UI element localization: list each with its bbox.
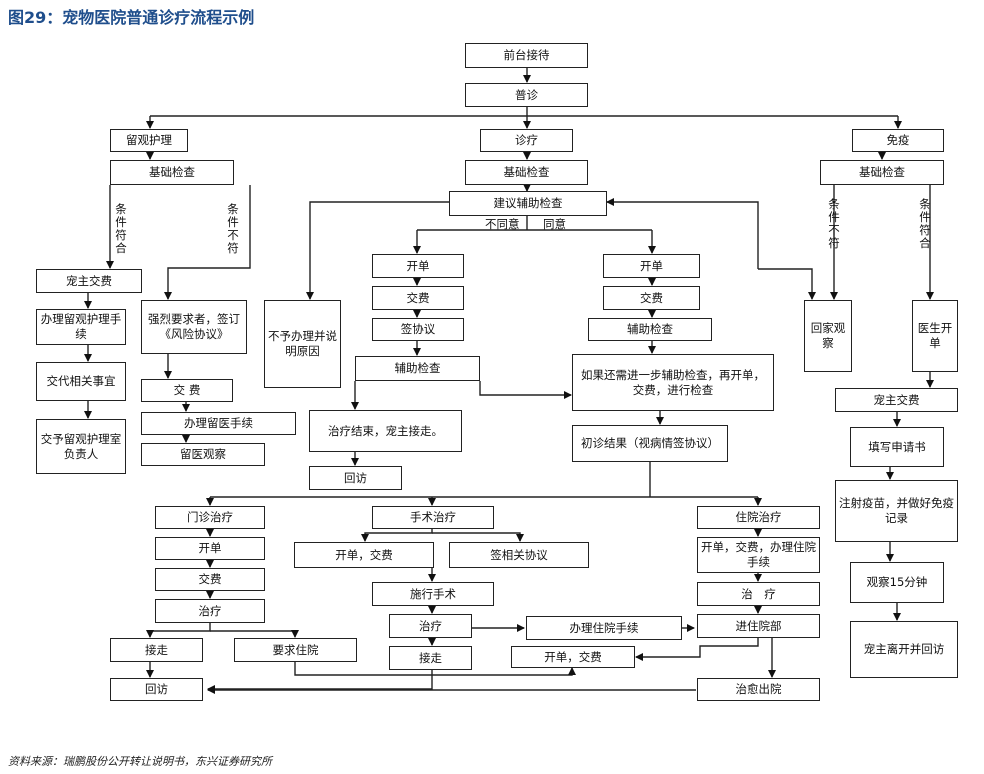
surgery-open-pay: 开单，交费 xyxy=(294,542,434,568)
revisit-bottom: 回访 xyxy=(110,678,203,701)
revisit-center: 回访 xyxy=(309,466,402,490)
basic-exam-left: 基础检查 xyxy=(110,160,234,185)
general-visit-node: 普诊 xyxy=(465,83,588,107)
observation-procedure-node: 办理留观护理手续 xyxy=(36,309,126,345)
condition-met-label-left: 条件符合 xyxy=(115,202,127,255)
hospital-observation-node: 留医观察 xyxy=(141,443,265,466)
risk-agreement-node: 强烈要求者，签订《风险协议》 xyxy=(141,300,247,354)
vaccinate-node: 注射疫苗，并做好免疫记录 xyxy=(835,480,958,542)
treatment-end-node: 治疗结束，宠主接走。 xyxy=(309,410,462,452)
inpatient-treatment-node: 住院治疗 xyxy=(697,506,820,529)
open-order-1: 开单 xyxy=(372,254,464,278)
condition-unmet-label-left: 条件不符 xyxy=(227,202,239,255)
basic-exam-right: 基础检查 xyxy=(820,160,944,185)
give-to-care-room-node: 交予留观护理室负责人 xyxy=(36,419,126,474)
aux-exam-left: 辅助检查 xyxy=(355,356,480,381)
owner-leave-revisit-node: 宠主离开并回访 xyxy=(850,621,958,678)
inpatient-procedure-node: 开单，交费，办理住院手续 xyxy=(697,537,820,573)
outpatient-pickup: 接走 xyxy=(110,638,203,662)
fill-application-node: 填写申请书 xyxy=(850,427,944,467)
outpatient-pay: 交费 xyxy=(155,568,265,591)
owner-pay-left: 宠主交费 xyxy=(36,269,142,293)
request-hospitalization-node: 要求住院 xyxy=(234,638,357,662)
agree-label: 同意 xyxy=(543,217,566,231)
pay-fee-left: 交 费 xyxy=(141,379,233,402)
sign-agreement-node: 签协议 xyxy=(372,318,464,341)
further-exam-node: 如果还需进一步辅助检查，再开单，交费，进行检查 xyxy=(572,354,774,411)
suggest-aux-exam-node: 建议辅助检查 xyxy=(449,191,607,216)
observe-15min-node: 观察15分钟 xyxy=(850,562,944,603)
outpatient-open-order: 开单 xyxy=(155,537,265,560)
open-order-2: 开单 xyxy=(603,254,700,278)
refuse-explain-node: 不予办理并说明原因 xyxy=(264,300,341,388)
initial-result-node: 初诊结果（视病情签协议） xyxy=(572,425,728,462)
enter-ward-node: 进住院部 xyxy=(697,614,820,638)
handover-matters-node: 交代相关事宜 xyxy=(36,362,126,401)
pay-1: 交费 xyxy=(372,286,464,310)
source-note: 资料来源：瑞鹏股份公开转让说明书，东兴证券研究所 xyxy=(8,755,272,768)
condition-unmet-label-right: 条件不符 xyxy=(828,197,840,250)
vaccine-node: 免疫 xyxy=(852,129,944,152)
aux-exam-right: 辅助检查 xyxy=(588,318,712,341)
surgery-treat: 治疗 xyxy=(389,614,472,638)
doctor-order-node: 医生开单 xyxy=(912,300,958,372)
page-title: 图29：宠物医院普通诊疗流程示例 xyxy=(8,8,255,27)
inpatient-treat: 治 疗 xyxy=(697,582,820,606)
surgery-pickup: 接走 xyxy=(389,646,472,670)
open-pay-bottom: 开单，交费 xyxy=(511,646,635,668)
owner-pay-right: 宠主交费 xyxy=(835,388,958,412)
basic-exam-center: 基础检查 xyxy=(465,160,588,185)
disagree-label: 不同意 xyxy=(485,217,520,231)
observation-care-node: 留观护理 xyxy=(110,129,188,152)
cured-discharge-node: 治愈出院 xyxy=(697,678,820,701)
pay-2: 交费 xyxy=(603,286,700,310)
sign-related-agreement: 签相关协议 xyxy=(449,542,589,568)
surgery-treatment-node: 手术治疗 xyxy=(372,506,494,529)
diagnosis-node: 诊疗 xyxy=(480,129,573,152)
go-home-observe-node: 回家观察 xyxy=(804,300,852,372)
hospitalization-procedure-node: 办理住院手续 xyxy=(526,616,682,640)
reception-node: 前台接待 xyxy=(465,43,588,68)
outpatient-treat: 治疗 xyxy=(155,599,265,623)
hospital-procedure-left: 办理留医手续 xyxy=(141,412,296,435)
perform-surgery-node: 施行手术 xyxy=(372,582,494,606)
condition-met-label-right: 条件符合 xyxy=(919,197,931,250)
outpatient-treatment-node: 门诊治疗 xyxy=(155,506,265,529)
